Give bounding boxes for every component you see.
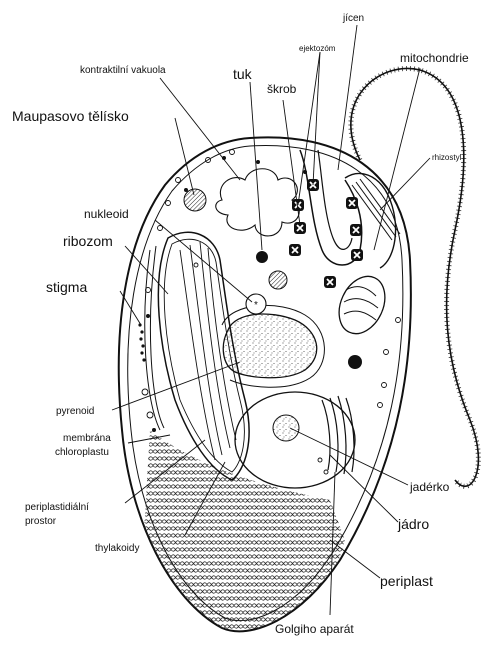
- fat-droplet: [348, 355, 362, 369]
- svg-text:*: *: [254, 300, 258, 311]
- label-nukleoid: nukleoid: [84, 207, 129, 221]
- label-ejektozom: ejektozóm: [299, 44, 336, 53]
- label-tuk: tuk: [233, 66, 253, 82]
- label-periplastidialni-line2: prostor: [25, 516, 57, 527]
- label-mitochondrie: mitochondrie: [400, 51, 469, 65]
- label-pyrenoid: pyrenoid: [56, 406, 94, 417]
- label-jadro: jádro: [397, 516, 429, 532]
- label-kontraktilni-vakuola: kontraktilní vakuola: [80, 65, 166, 76]
- label-maupasovo-telisko: Maupasovo tělísko: [12, 108, 129, 124]
- fat-droplet: [256, 251, 268, 263]
- label-rhizostyl: rhizostyl: [432, 153, 462, 162]
- label-jaderko: jadérko: [409, 480, 450, 494]
- granule: [269, 271, 287, 289]
- label-golgiho-aparat: Golgiho aparát: [275, 622, 354, 636]
- label-periplastidialni-line1: periplastidiální: [25, 502, 89, 513]
- label-membrana-line1: membrána: [63, 433, 111, 444]
- label-stigma: stigma: [46, 279, 87, 295]
- label-ribozom: ribozom: [63, 233, 113, 249]
- nucleoid: *: [246, 294, 266, 314]
- label-membrana-line2: chloroplastu: [55, 447, 109, 458]
- label-jicen: jícen: [342, 13, 364, 24]
- maupas-body: [184, 189, 206, 211]
- label-periplast: periplast: [380, 573, 433, 589]
- label-thylakoidy: thylakoidy: [95, 543, 139, 554]
- label-skrob: škrob: [267, 82, 297, 96]
